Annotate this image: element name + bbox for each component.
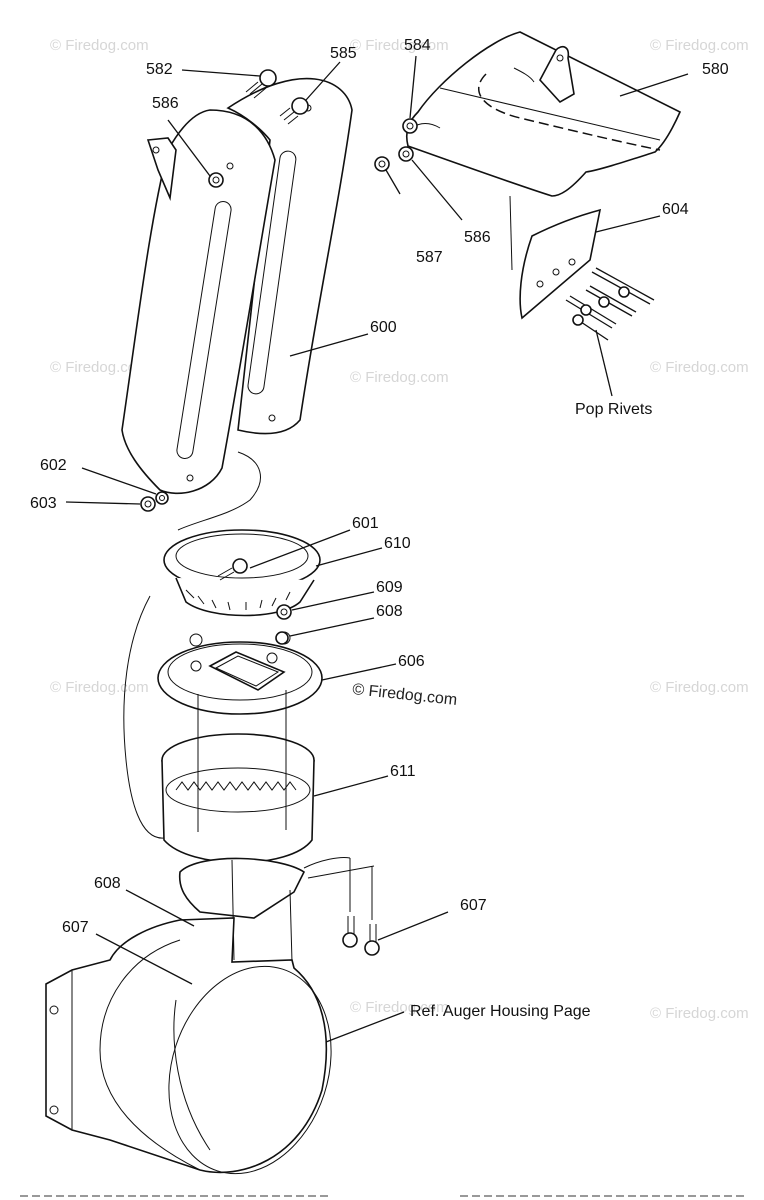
callout-580: 580 bbox=[702, 61, 729, 78]
watermark: © Firedog.com bbox=[650, 359, 749, 376]
auger-housing-spout bbox=[45, 917, 332, 1175]
callout-607: 607 bbox=[460, 897, 487, 914]
chute-base-part bbox=[178, 857, 375, 963]
bolt-585-icon bbox=[279, 97, 309, 125]
callout-586: 586 bbox=[152, 95, 179, 112]
watermark: © Firedog.com bbox=[50, 359, 149, 376]
nut-609-icon bbox=[276, 604, 292, 620]
callout-611: 611 bbox=[390, 763, 416, 780]
watermark: © Firedog.com bbox=[650, 37, 749, 54]
watermark: © Firedog.com bbox=[650, 679, 749, 696]
watermark: © Firedog.com bbox=[650, 1005, 749, 1022]
watermark: © Firedog.com bbox=[50, 679, 149, 696]
leader-lines bbox=[65, 55, 689, 1043]
washer-586b-icon bbox=[398, 146, 414, 162]
callout-603: 603 bbox=[30, 495, 57, 512]
callout-602: 602 bbox=[40, 457, 67, 474]
pop-rivets-label: Pop Rivets bbox=[575, 401, 652, 418]
ref-auger-housing-label: Ref. Auger Housing Page bbox=[410, 1003, 591, 1020]
callout-601: 601 bbox=[352, 515, 379, 532]
callout-585: 585 bbox=[330, 45, 357, 62]
washer-602-icon bbox=[155, 491, 169, 505]
washer-586-icon bbox=[208, 172, 224, 188]
plate-part-606 bbox=[157, 631, 323, 715]
callout-labels: 582 585 586 584 580 586 587 604 Pop Rive… bbox=[30, 37, 729, 1020]
chute-deflector-part-600 bbox=[121, 77, 353, 531]
callout-608: 608 bbox=[376, 603, 403, 620]
callout-586: 586 bbox=[464, 229, 491, 246]
callout-607: 607 bbox=[62, 919, 89, 936]
plate-part-604 bbox=[519, 208, 602, 320]
callout-587: 587 bbox=[416, 249, 443, 266]
callout-608: 608 bbox=[94, 875, 121, 892]
bolt-582-icon bbox=[245, 69, 277, 99]
callout-584: 584 bbox=[404, 37, 431, 54]
bolt-607b-icon bbox=[342, 916, 380, 956]
watermark: © Firedog.com bbox=[50, 37, 149, 54]
watermarks: © Firedog.com © Firedog.com © Firedog.co… bbox=[50, 37, 749, 1022]
pop-rivet-icon bbox=[565, 267, 655, 341]
callout-609: 609 bbox=[376, 579, 403, 596]
callout-610: 610 bbox=[384, 535, 411, 552]
nut-603-icon bbox=[140, 496, 156, 512]
gear-ring-part-611 bbox=[123, 595, 315, 864]
washer-608-icon bbox=[275, 631, 289, 645]
callout-600: 600 bbox=[370, 319, 397, 336]
nut-584-icon bbox=[402, 118, 418, 134]
watermark: © Firedog.com bbox=[350, 37, 449, 54]
bolt-601-icon bbox=[217, 558, 248, 581]
firedog-credit: © Firedog.com bbox=[352, 681, 458, 709]
watermark: © Firedog.com bbox=[350, 999, 449, 1016]
nut-587-icon bbox=[374, 156, 390, 172]
callout-606: 606 bbox=[398, 653, 425, 670]
watermark: © Firedog.com bbox=[350, 369, 449, 386]
callout-582: 582 bbox=[146, 61, 173, 78]
callout-604: 604 bbox=[662, 201, 689, 218]
